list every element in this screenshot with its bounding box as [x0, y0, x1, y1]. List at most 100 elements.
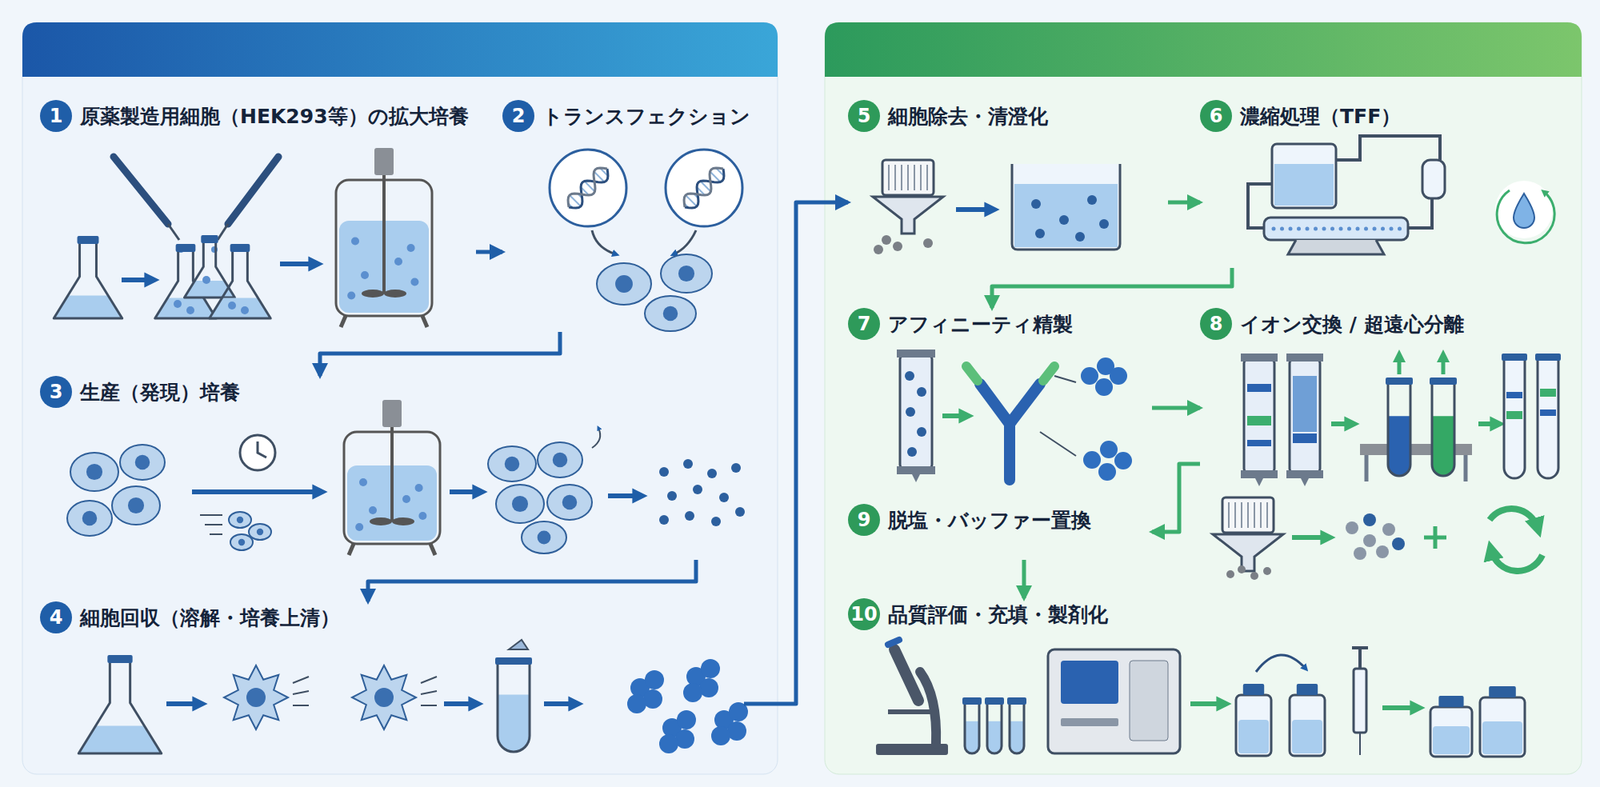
column-cap [1286, 353, 1324, 362]
tube-cap [962, 697, 982, 705]
step-header: 3生産（発現）培養 [40, 376, 760, 408]
flow-arrow [1478, 421, 1498, 427]
particle [881, 235, 892, 245]
column-band [1247, 440, 1272, 447]
cell [120, 444, 165, 480]
dna-circle [665, 149, 743, 227]
column [1289, 360, 1320, 472]
particle [1080, 367, 1099, 385]
flow-arrow [544, 701, 576, 707]
dna-rung [700, 181, 712, 192]
dna-strand [568, 168, 608, 208]
process-step: 3生産（発現）培養 [40, 376, 760, 560]
filter-pleat [913, 164, 916, 191]
membrane-pore [1280, 227, 1284, 232]
step-number: 9 [848, 504, 880, 536]
column-outlet [1300, 478, 1309, 487]
step-header: 9脱塩・バッファー置換 [848, 504, 1152, 536]
process-step: 1原薬製造用細胞（HEK293等）の拡大培養 [40, 100, 476, 328]
flow-arrow [280, 261, 316, 267]
flow-arrow [121, 277, 152, 283]
flask-liquid [78, 726, 162, 755]
cycle-arrow [1491, 550, 1543, 572]
flask [209, 250, 272, 319]
beaker-liquid [1014, 184, 1118, 248]
tube-liquid [1432, 416, 1455, 476]
filter-pleat [900, 164, 903, 191]
process-step: 4 細胞回収（溶解・培養上清） [40, 601, 744, 758]
particle [644, 670, 664, 690]
step-number: 4 [40, 601, 72, 634]
column-cap [1240, 353, 1278, 362]
flask-cap [107, 655, 132, 664]
filter-pleat [888, 164, 890, 191]
bubble [415, 484, 424, 492]
reactor-leg [340, 316, 346, 328]
vial [1480, 697, 1525, 757]
flow-connector [1168, 200, 1200, 205]
burst-line [420, 704, 437, 707]
transfer-arrow [592, 230, 616, 255]
particle [1263, 567, 1272, 576]
particle [1095, 378, 1113, 396]
vial-liquid [1238, 720, 1269, 754]
rack-leg [1464, 455, 1468, 482]
eyepiece [888, 640, 900, 645]
particle [1031, 199, 1041, 209]
dna-rung [710, 172, 721, 183]
process-step: 7アフィニーティ精製 [848, 308, 1152, 484]
cell [248, 524, 272, 540]
flow-arrow [192, 489, 320, 495]
cell [228, 512, 252, 528]
cell [67, 500, 112, 536]
step-title: 細胞回収（溶解・培養上清） [80, 604, 340, 632]
particle [1114, 452, 1132, 470]
dna-rung [685, 195, 697, 207]
dna-strand [568, 168, 608, 208]
tube [1009, 704, 1024, 754]
column-band [1247, 416, 1272, 426]
syringe-needle [1359, 732, 1361, 756]
vial-liquid [1482, 721, 1523, 755]
cell-nucleus [374, 688, 394, 708]
particle [1109, 367, 1128, 385]
column-cap [896, 349, 936, 358]
cell [112, 486, 160, 525]
cell-nucleus [552, 452, 568, 468]
cell [488, 446, 536, 482]
reactor-motor [374, 148, 394, 176]
particle [667, 491, 677, 501]
particle [711, 516, 721, 527]
bubble [351, 237, 360, 246]
cell [547, 484, 592, 520]
tube [1388, 384, 1411, 476]
cell [596, 263, 652, 305]
tube [1432, 384, 1455, 476]
cell-nucleus [663, 306, 678, 321]
step-title: イオン交換 / 超遠心分離 [1240, 311, 1464, 338]
tube-band [1506, 411, 1523, 420]
particle [627, 694, 647, 714]
membrane-pore [1397, 227, 1402, 232]
cell-nucleus [562, 495, 577, 510]
pipette [113, 156, 168, 224]
membrane-pore [1313, 227, 1318, 232]
process-step: 6濃縮処理（TFF） [1200, 100, 1568, 268]
particle [228, 301, 236, 310]
particle [916, 427, 927, 437]
particle [1083, 451, 1101, 469]
filter-pleat [1240, 502, 1243, 528]
membrane-pore [1339, 227, 1344, 232]
reactor-leg [348, 544, 354, 556]
tube-cap [495, 657, 532, 665]
tff-stand [1288, 240, 1384, 255]
particle [1363, 513, 1376, 527]
step-number: 5 [848, 100, 880, 132]
cell [644, 296, 696, 332]
release-arrow [592, 428, 600, 448]
flask-cap [176, 244, 196, 252]
analyzer [1048, 649, 1180, 754]
step-header: 4 細胞回収（溶解・培養上清） [40, 601, 744, 634]
filter-housing [1222, 497, 1274, 533]
filter-pleat [1260, 502, 1262, 528]
